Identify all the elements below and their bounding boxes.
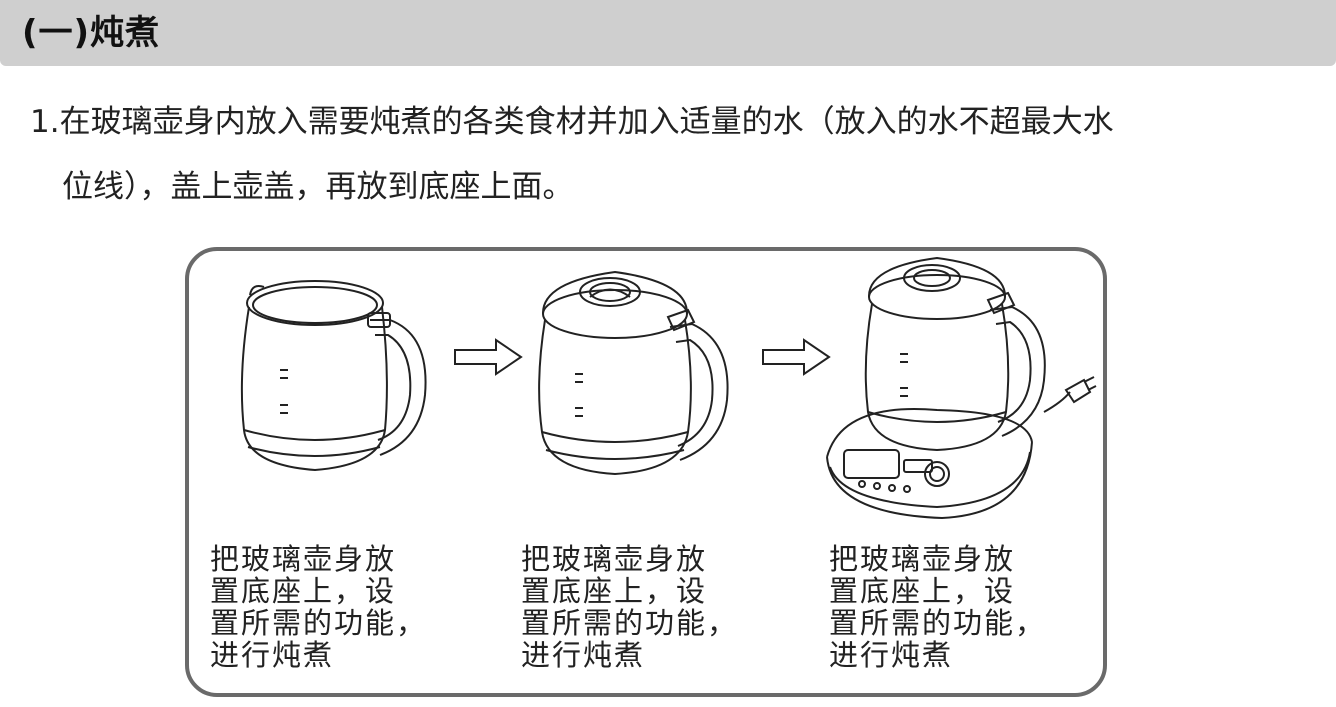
caption-line: 置底座上，设 bbox=[210, 574, 397, 608]
kettle-with-lid-illustration bbox=[538, 270, 729, 476]
caption-line: 置底座上，设 bbox=[829, 574, 1016, 608]
caption-line: 进行炖煮 bbox=[521, 638, 646, 672]
caption-line: 置所需的功能， bbox=[829, 606, 1047, 640]
caption-line: 把玻璃壶身放 bbox=[521, 542, 708, 576]
caption-line: 进行炖煮 bbox=[210, 638, 335, 672]
instruction-line-2: 位线），盖上壶盖，再放到底座上面。 bbox=[62, 169, 574, 205]
caption-line: 置所需的功能， bbox=[521, 606, 739, 640]
section-header-bar: (一)炖煮 bbox=[0, 0, 1336, 66]
kettle-on-base-illustration bbox=[826, 256, 1097, 520]
section-title: (一)炖煮 bbox=[22, 13, 161, 53]
caption-line: 置底座上，设 bbox=[521, 574, 708, 608]
caption-line: 把玻璃壶身放 bbox=[210, 542, 397, 576]
arrow-right-icon bbox=[454, 338, 523, 376]
instruction-line-1: 1.在玻璃壶身内放入需要炖煮的各类食材并加入适量的水（放入的水不超最大水 bbox=[30, 104, 1114, 140]
arrow-right-icon bbox=[762, 338, 831, 376]
kettle-without-lid-illustration bbox=[240, 280, 427, 472]
caption-line: 把玻璃壶身放 bbox=[829, 542, 1016, 576]
steps-panel bbox=[185, 247, 1107, 697]
step-3-caption: 把玻璃壶身放 置底座上，设 置所需的功能， 进行炖煮 bbox=[829, 543, 1089, 671]
step-1-caption: 把玻璃壶身放 置底座上，设 置所需的功能， 进行炖煮 bbox=[210, 543, 470, 671]
caption-line: 进行炖煮 bbox=[829, 638, 954, 672]
caption-line: 置所需的功能， bbox=[210, 606, 428, 640]
step-2-caption: 把玻璃壶身放 置底座上，设 置所需的功能， 进行炖煮 bbox=[521, 543, 781, 671]
